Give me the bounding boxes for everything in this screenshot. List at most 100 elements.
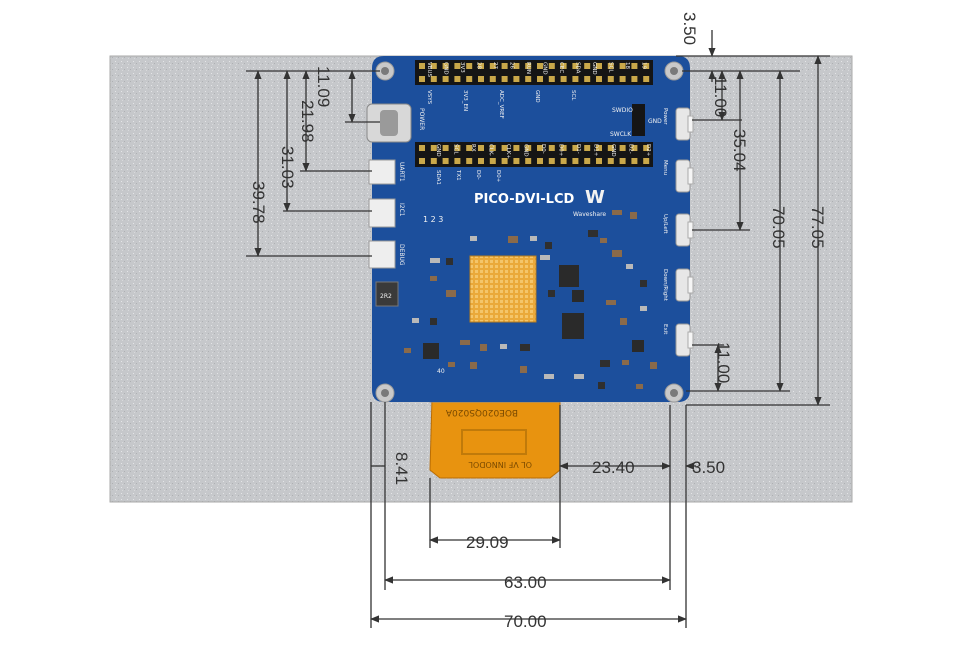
- header-pin: [501, 76, 508, 82]
- smd-component: [500, 344, 507, 349]
- header-pin: [419, 145, 425, 151]
- top-pin-label: 19: [641, 62, 647, 69]
- header-pin: [489, 76, 496, 82]
- dim-bottom-63-00: 63.00: [504, 573, 547, 592]
- pin-header-bottom: [415, 142, 653, 167]
- header-pin: [596, 63, 602, 69]
- side-button-label: Down/Right: [662, 269, 668, 302]
- bottom2-pin-label: SDA1: [435, 170, 441, 185]
- smd-component: [574, 374, 584, 379]
- header-pin: [631, 76, 638, 82]
- bottom-pin-label: CLK-: [488, 144, 494, 156]
- dim-fpc-8-41: 8.41: [392, 452, 411, 485]
- bottom-pin-label: D1+: [593, 144, 599, 157]
- header-pin: [489, 145, 496, 151]
- header-pin: [572, 63, 579, 69]
- label-2r2: 2R2: [380, 293, 392, 300]
- smd-component: [636, 384, 643, 389]
- smd-component: [470, 362, 477, 369]
- bottom-pin-label: D0+: [558, 144, 564, 157]
- top-pin-label: GND: [542, 62, 548, 75]
- header-pin: [584, 158, 591, 164]
- header-pin: [560, 76, 567, 82]
- top2-pin-label: ADC_VREF: [498, 90, 504, 119]
- top-pin-label: SDA: [575, 62, 581, 74]
- top2-pin-label: GND: [534, 90, 540, 103]
- bottom-pin-label: D2+: [645, 144, 651, 157]
- header-pin: [596, 76, 602, 82]
- bottom-pin-label: RX: [470, 144, 476, 152]
- smd-component: [446, 258, 453, 265]
- bottom-pin-label: CLK+: [505, 144, 511, 160]
- dim-left-39-78: 39.78: [249, 181, 268, 224]
- header-pin: [643, 158, 650, 164]
- header-pin: [548, 158, 555, 164]
- header-pin: [466, 76, 473, 82]
- label-uart1: UART1: [398, 162, 405, 182]
- header-pin: [619, 63, 626, 69]
- bottom2-pin-label: D0-: [475, 170, 481, 180]
- header-pin: [643, 145, 650, 151]
- header-pin: [596, 145, 602, 151]
- side-button-cap[interactable]: [687, 115, 694, 133]
- header-pin: [548, 63, 555, 69]
- smd-component: [520, 344, 530, 351]
- dim-left-31-03: 31.03: [278, 146, 297, 189]
- uart1-connector[interactable]: [368, 159, 396, 185]
- top-pin-label: RUN: [525, 62, 531, 74]
- fpc-marking-2: OL VF INNODOL: [468, 460, 532, 469]
- header-pin: [643, 76, 650, 82]
- heatsink: [469, 255, 537, 323]
- smd-component: [630, 212, 637, 219]
- top-pin-label: 18: [624, 62, 630, 69]
- bottom-pin-label: GND: [435, 144, 441, 157]
- side-button-cap[interactable]: [687, 167, 694, 185]
- top2-pin-label: 3V3_EN: [462, 90, 468, 111]
- debug-header: [632, 104, 645, 136]
- debug-connector[interactable]: [368, 240, 396, 269]
- header-pin: [489, 63, 496, 69]
- dim-right-11-00: 11.00: [711, 76, 730, 117]
- header-pin: [489, 158, 496, 164]
- smd-component: [520, 366, 527, 373]
- smd-component: [612, 210, 622, 215]
- dim-right-bottom-11-00: 11.00: [714, 342, 733, 383]
- brand-name: Waveshare: [573, 211, 606, 218]
- header-pin: [607, 158, 614, 164]
- dim-fpc-3-50: 3.50: [692, 458, 725, 477]
- header-pin: [584, 145, 591, 151]
- smd-component: [640, 280, 647, 287]
- header-pin: [607, 76, 614, 82]
- dim-fpc-23-40: 23.40: [592, 458, 635, 477]
- header-pin: [537, 158, 543, 164]
- bottom-pin-label: D1-: [575, 144, 581, 154]
- header-pin: [548, 76, 555, 82]
- header-pin: [631, 63, 638, 69]
- header-pin: [513, 145, 520, 151]
- header-pin: [525, 63, 532, 69]
- bottom2-pin-label: D0+: [495, 170, 501, 183]
- side-button-cap[interactable]: [687, 276, 694, 294]
- dim-bottom-70-00: 70.00: [504, 612, 547, 631]
- header-pin: [419, 158, 425, 164]
- header-pin: [466, 63, 473, 69]
- smd-component: [448, 362, 455, 367]
- dim-right-3-50-top: 3.50: [680, 12, 699, 45]
- header-pin: [419, 63, 425, 69]
- header-pin: [478, 158, 484, 164]
- pin-header-top: [415, 60, 653, 85]
- i2c1-connector[interactable]: [368, 198, 396, 228]
- header-pin: [466, 145, 473, 151]
- header-pin: [607, 63, 614, 69]
- side-button-label: Exit: [662, 324, 668, 335]
- header-pin: [560, 145, 567, 151]
- bottom2-pin-label: TX1: [455, 169, 461, 181]
- header-pin: [454, 63, 461, 69]
- header-pin: [631, 158, 638, 164]
- side-button-cap[interactable]: [687, 331, 694, 349]
- header-pin: [454, 158, 461, 164]
- smd-component: [480, 344, 487, 351]
- header-pin: [466, 158, 473, 164]
